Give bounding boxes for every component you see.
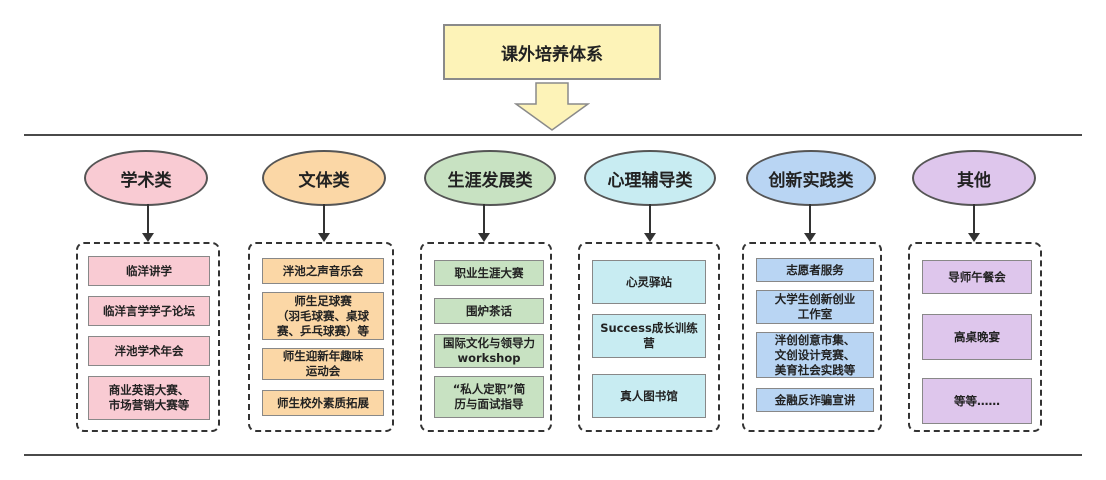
root-node: 课外培养体系 — [443, 24, 661, 80]
item-group: 职业生涯大赛围炉茶话国际文化与领导力 workshop “私人定职”简 历与面试指… — [420, 242, 552, 432]
category-node: 生涯发展类 — [424, 150, 556, 206]
activity-item: 师生足球赛 （羽毛球赛、桌球 赛、乒乓球赛）等 — [262, 292, 384, 340]
category-node: 创新实践类 — [746, 150, 876, 206]
top-divider — [24, 134, 1082, 136]
activity-item: 师生迎新年趣味 运动会 — [262, 348, 384, 380]
connector-arrow-icon — [478, 204, 490, 242]
item-group: 泮池之声音乐会师生足球赛 （羽毛球赛、桌球 赛、乒乓球赛）等师生迎新年趣味 运动… — [248, 242, 394, 432]
bottom-divider — [24, 454, 1082, 456]
activity-item: 泮池学术年会 — [88, 336, 210, 366]
connector-arrow-icon — [142, 204, 154, 242]
activity-item: 围炉茶话 — [434, 298, 544, 324]
category-node: 学术类 — [84, 150, 208, 206]
activity-item: 临洋讲学 — [88, 256, 210, 286]
activity-item: 泮池之声音乐会 — [262, 258, 384, 284]
connector-arrow-icon — [644, 204, 656, 242]
activity-item: 志愿者服务 — [756, 258, 874, 282]
item-group: 心灵驿站 Success成长训练营真人图书馆 — [578, 242, 720, 432]
activity-item: 师生校外素质拓展 — [262, 390, 384, 416]
item-group: 导师午餐会高桌晚宴等等…… — [908, 242, 1042, 432]
activity-item: 国际文化与领导力 workshop — [434, 334, 544, 368]
category-node: 其他 — [912, 150, 1036, 206]
activity-item: 导师午餐会 — [922, 260, 1032, 294]
down-arrow-icon — [514, 82, 590, 131]
activity-item: Success成长训练营 — [592, 314, 706, 358]
activity-item: “私人定职”简 历与面试指导 — [434, 376, 544, 418]
activity-item: 等等…… — [922, 378, 1032, 424]
connector-arrow-icon — [318, 204, 330, 242]
activity-item: 金融反诈骗宣讲 — [756, 388, 874, 412]
activity-item: 心灵驿站 — [592, 260, 706, 304]
activity-item: 高桌晚宴 — [922, 314, 1032, 360]
category-node: 文体类 — [262, 150, 386, 206]
item-group: 临洋讲学临洋言学学子论坛泮池学术年会商业英语大赛、 市场营销大赛等 — [76, 242, 220, 432]
activity-item: 大学生创新创业 工作室 — [756, 290, 874, 324]
activity-item: 临洋言学学子论坛 — [88, 296, 210, 326]
activity-item: 商业英语大赛、 市场营销大赛等 — [88, 376, 210, 420]
activity-item: 泮创创意市集、 文创设计竞赛、 美育社会实践等 — [756, 332, 874, 378]
connector-arrow-icon — [804, 204, 816, 242]
item-group: 志愿者服务大学生创新创业 工作室泮创创意市集、 文创设计竞赛、 美育社会实践等金… — [742, 242, 882, 432]
category-node: 心理辅导类 — [584, 150, 716, 206]
connector-arrow-icon — [968, 204, 980, 242]
activity-item: 职业生涯大赛 — [434, 260, 544, 286]
activity-item: 真人图书馆 — [592, 374, 706, 418]
